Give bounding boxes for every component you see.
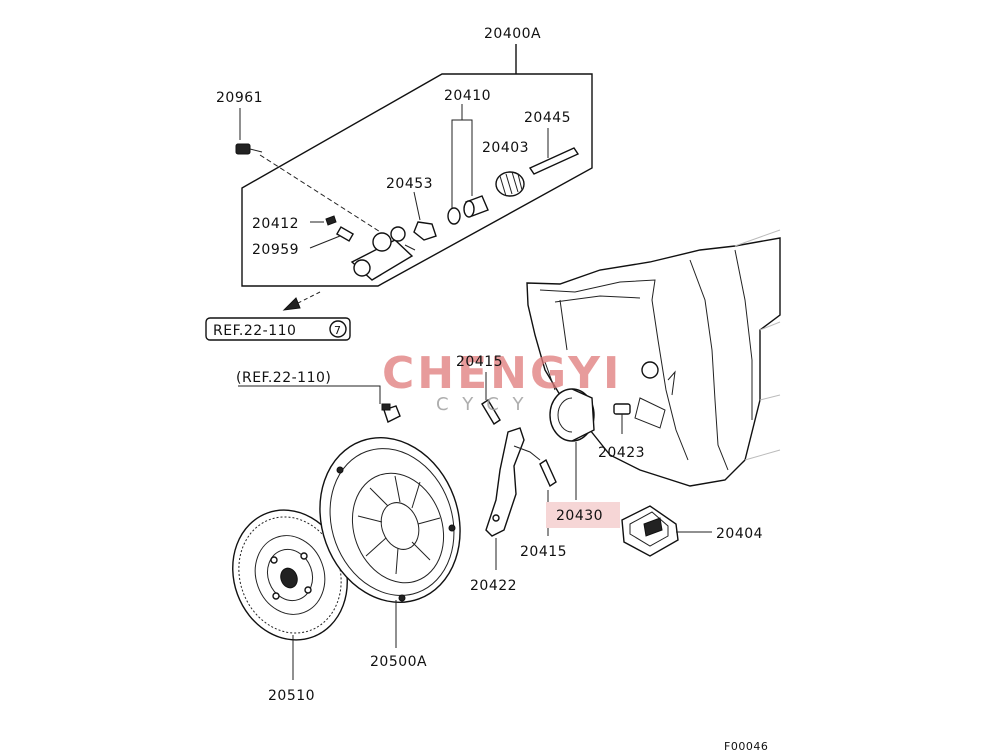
watermark: CHENGYI CYCY: [382, 348, 622, 415]
label-20510: 20510: [268, 688, 315, 704]
piston-seal: [447, 207, 461, 225]
label-20959: 20959: [252, 242, 299, 258]
ref-circle-number: 7: [334, 324, 342, 337]
spring-20403: [495, 171, 525, 197]
slave-cylinder-kit-box: [241, 44, 593, 287]
diagram-id: F00046: [724, 740, 768, 753]
ref-22-110-label: REF.22-110: [213, 323, 296, 339]
bleeder-cap-20412: [325, 215, 337, 226]
pivot-stud: [381, 403, 401, 423]
boot-20453: [413, 221, 437, 241]
part-highlight: [546, 502, 620, 528]
release-bearing: [549, 388, 595, 442]
label-20415-lower: 20415: [520, 544, 567, 560]
clutch-slave-cylinder: [350, 226, 416, 281]
release-fork: [485, 427, 541, 537]
label-20961: 20961: [216, 90, 263, 106]
bleeder-screw-20959: [335, 226, 355, 242]
bolt-20423: [613, 403, 631, 434]
label-20400a: 20400A: [484, 26, 541, 42]
label-20500a: 20500A: [370, 654, 427, 670]
push-rod-20445: [528, 147, 580, 175]
release-fork-boot: [621, 505, 679, 557]
clip-20415-upper: [481, 399, 501, 425]
label-20423: 20423: [598, 445, 645, 461]
ref-22-110-paren-label: (REF.22-110): [236, 370, 331, 386]
label-20415-upper: 20415: [456, 354, 503, 370]
piston-20410: [463, 195, 489, 218]
watermark-sub: CYCY: [436, 394, 538, 415]
clip-20415-lower: [539, 458, 557, 488]
label-20445: 20445: [524, 110, 571, 126]
label-20410: 20410: [444, 88, 491, 104]
watermark-main: CHENGYI: [382, 348, 622, 399]
ref-22-110-callout: REF.22-110 7: [205, 317, 351, 341]
label-20422: 20422: [470, 578, 517, 594]
pressure-plate: [319, 437, 461, 603]
transmission-housing: [526, 229, 781, 487]
label-20453: 20453: [386, 176, 433, 192]
label-20430: 20430: [556, 508, 603, 524]
label-20403: 20403: [482, 140, 529, 156]
bolt-20961: [235, 143, 263, 155]
label-20404: 20404: [716, 526, 763, 542]
label-20412: 20412: [252, 216, 299, 232]
